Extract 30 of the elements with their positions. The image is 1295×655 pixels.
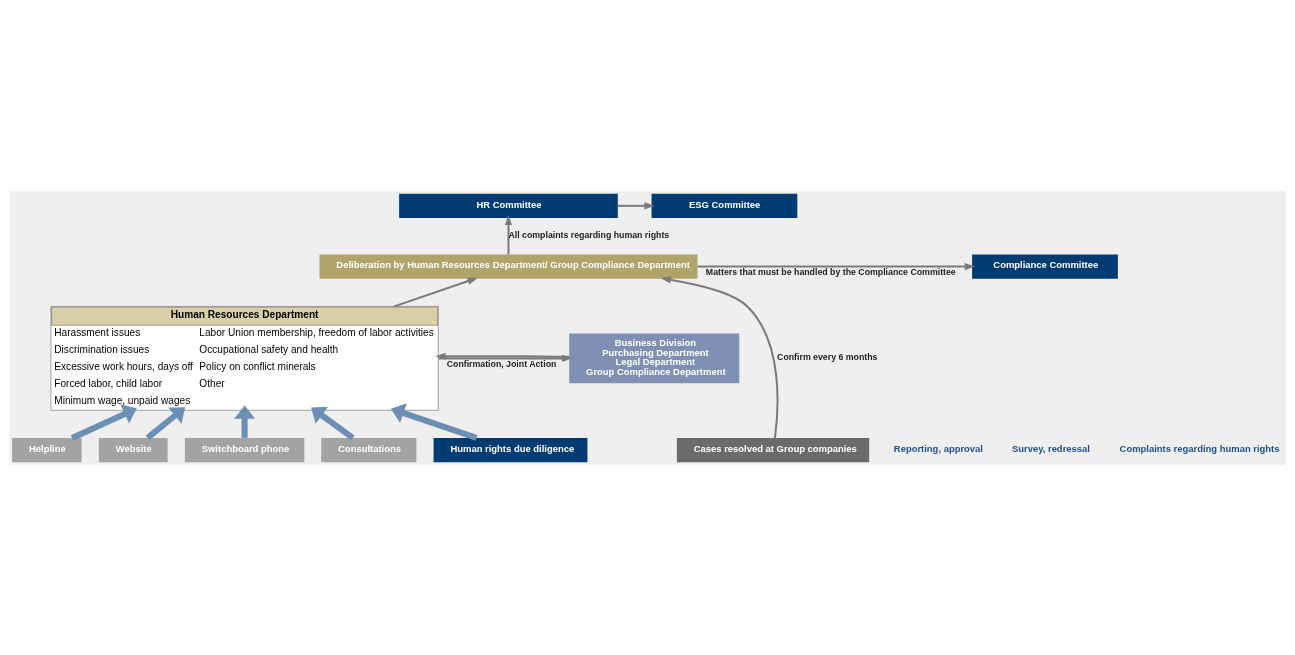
node-box: HR Committee (399, 193, 618, 218)
edge-label: All complaints regarding human rights (508, 229, 670, 240)
node-box: Business Division Purchasing Department Legal Department Group Compliance Department (569, 332, 740, 383)
arrow (617, 201, 655, 209)
node-box: ESG Committee (651, 193, 798, 218)
node-box: Cases resolved at Group companies (676, 437, 870, 462)
edge-label: Confirmation, Joint Action (446, 358, 557, 369)
node-box: Human rights due diligence (433, 437, 588, 462)
node-box: Helpline (12, 437, 82, 462)
label: Complaints regarding human rights (1119, 442, 1280, 454)
arrow (70, 403, 137, 441)
arrow (145, 406, 186, 440)
arrow (393, 277, 478, 307)
edge-label: Confirm every 6 months (777, 351, 878, 362)
arrow (234, 404, 256, 438)
label: Survey, redressal (1011, 442, 1090, 454)
node-box: Compliance Committee (972, 253, 1118, 279)
arrow (390, 402, 478, 441)
node-box: Consultations (321, 437, 417, 462)
arrow (660, 275, 779, 438)
edge-label: Matters that must be handled by the Compliance Committee (705, 266, 956, 277)
arrow (697, 262, 975, 270)
node-box: Website (98, 437, 168, 462)
node-box: Deliberation by Human Resources Department/ Group Compliance Department (319, 253, 698, 279)
arrow (435, 352, 570, 360)
arrow (311, 406, 355, 440)
arrow (438, 354, 573, 362)
node-box: Switchboard phone (184, 437, 305, 462)
arrow (504, 214, 513, 254)
label: Reporting, approval (893, 442, 983, 454)
